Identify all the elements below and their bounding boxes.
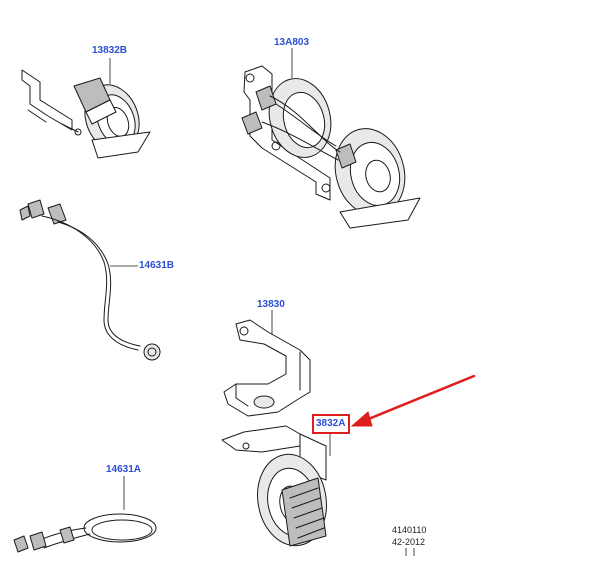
part-label-13a803[interactable]: 13A803 [274,37,310,48]
harness-14631a-illustration [13,476,157,553]
part-label-13832b[interactable]: 13832B [92,45,128,56]
horn-13832b-illustration [21,58,151,159]
part-label-14631a[interactable]: 14631A [106,464,142,475]
horn-3832a-illustration [221,425,331,547]
code-tick-marks [405,548,415,556]
drawing-code-line-1: 4140110 [392,525,427,535]
drawing-code-line-2: 42-2012 [392,537,426,547]
bracket-13830-illustration [223,310,311,417]
harness-14631b-illustration [19,199,161,361]
part-label-3832a[interactable]: 3832A [316,418,346,429]
highlight-box [312,414,350,434]
part-label-14631b[interactable]: 14631B [139,260,175,271]
horn-13a803-illustration [241,48,421,229]
highlight-arrow [350,374,476,427]
part-label-13830[interactable]: 13830 [257,299,285,310]
